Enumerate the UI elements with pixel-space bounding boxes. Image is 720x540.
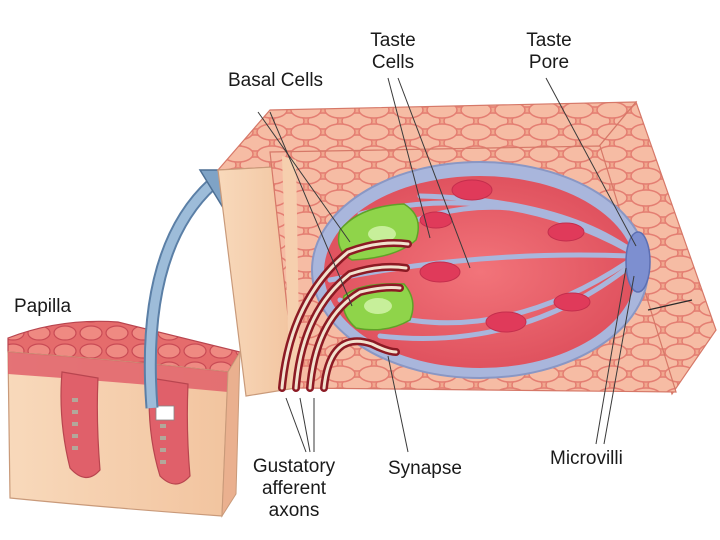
label-microvilli: Microvilli — [550, 448, 623, 470]
label-papilla: Papilla — [14, 296, 71, 318]
label-taste-cells: Taste Cells — [358, 30, 428, 74]
label-gustatory-afferent-axons: Gustatory afferent axons — [236, 456, 352, 522]
taste-pore-opening — [626, 232, 650, 292]
label-basal-cells: Basal Cells — [228, 70, 323, 92]
label-taste-pore: Taste Pore — [514, 30, 584, 74]
selection-marker — [156, 406, 174, 420]
label-synapse: Synapse — [388, 458, 462, 480]
papilla-block — [8, 321, 240, 516]
